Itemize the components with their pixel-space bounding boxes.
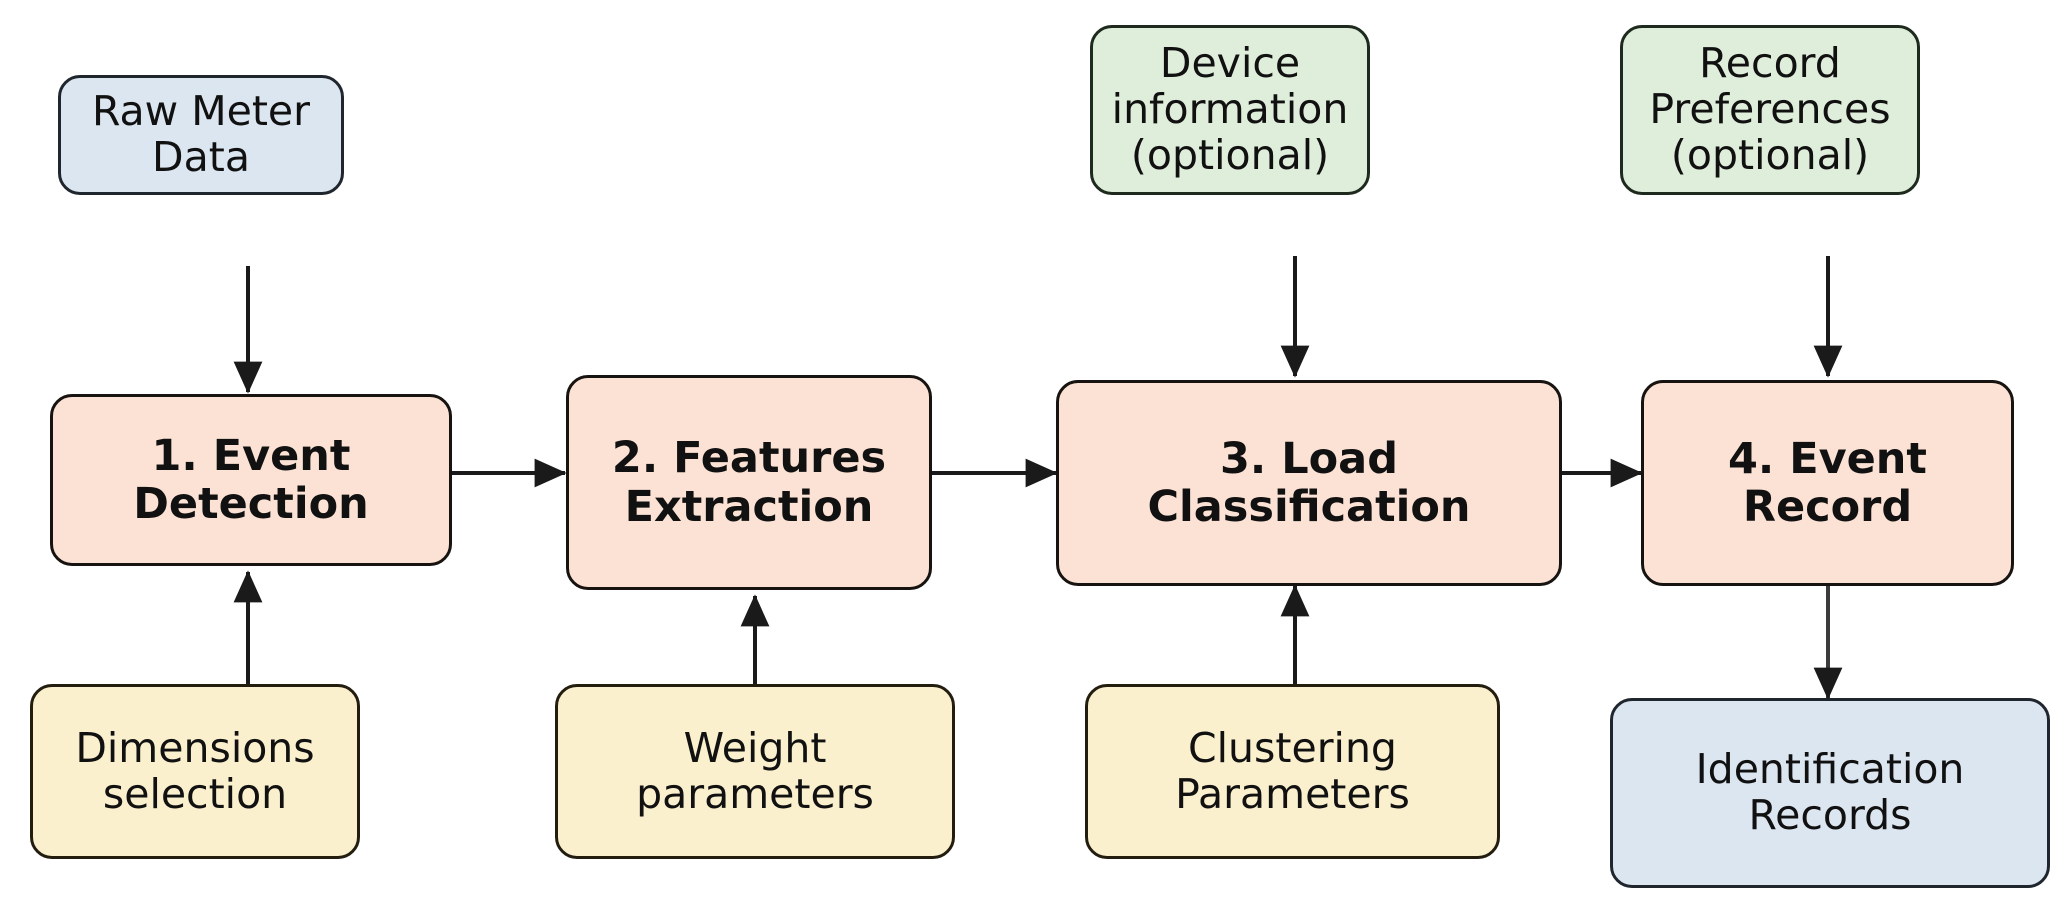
- node-device-information-label: Device information (optional): [1111, 39, 1349, 179]
- node-device-information[interactable]: Device information (optional): [1090, 25, 1370, 195]
- node-weight-parameters[interactable]: Weight parameters: [555, 684, 955, 859]
- node-raw-meter-data[interactable]: Raw Meter Data: [58, 75, 344, 195]
- node-raw-meter-data-label: Raw Meter Data: [91, 87, 311, 181]
- node-record-preferences[interactable]: Record Preferences (optional): [1620, 25, 1920, 195]
- node-load-classification-label: 3. Load Classification: [1147, 433, 1471, 532]
- node-event-detection[interactable]: 1. Event Detection: [50, 394, 452, 566]
- node-event-detection-label: 1. Event Detection: [133, 430, 369, 529]
- node-clustering-parameters[interactable]: Clustering Parameters: [1085, 684, 1500, 859]
- node-identification-records-label: Identification Records: [1695, 745, 1965, 839]
- node-identification-records[interactable]: Identification Records: [1610, 698, 2050, 888]
- node-record-preferences-label: Record Preferences (optional): [1649, 39, 1891, 179]
- node-load-classification[interactable]: 3. Load Classification: [1056, 380, 1562, 586]
- node-dimensions-selection-label: Dimensions selection: [75, 723, 315, 818]
- node-features-extraction-label: 2. Features Extraction: [611, 433, 887, 532]
- node-event-record-label: 4. Event Record: [1728, 433, 1927, 532]
- node-clustering-parameters-label: Clustering Parameters: [1175, 723, 1410, 818]
- node-event-record[interactable]: 4. Event Record: [1641, 380, 2014, 586]
- node-features-extraction[interactable]: 2. Features Extraction: [566, 375, 932, 590]
- node-weight-parameters-label: Weight parameters: [636, 723, 874, 818]
- node-dimensions-selection[interactable]: Dimensions selection: [30, 684, 360, 859]
